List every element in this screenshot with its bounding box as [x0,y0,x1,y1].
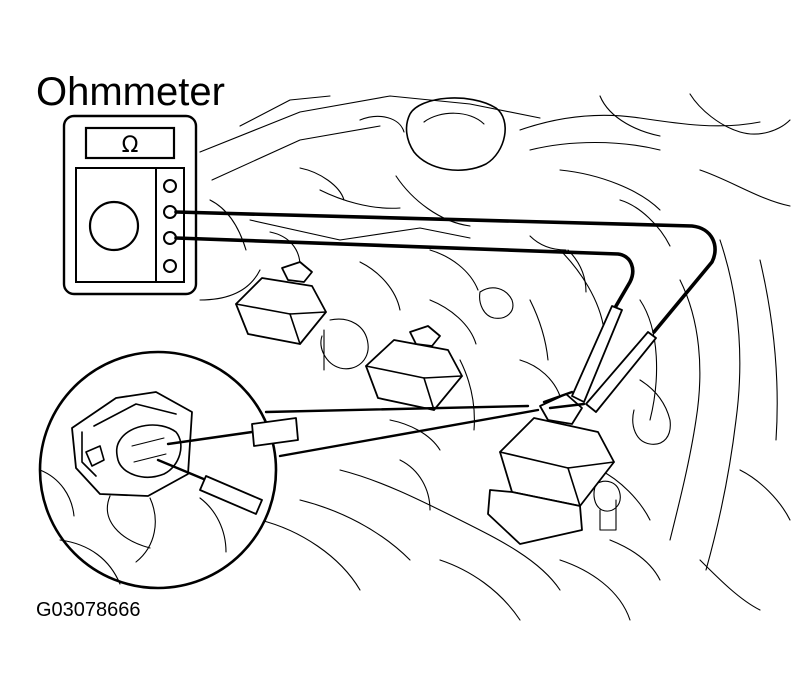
ohm-symbol: Ω [122,133,139,158]
test-lead-upper [174,210,717,334]
range-selector-dial [88,200,140,252]
terminal-jack-1 [163,179,177,193]
ohmmeter-display [84,126,176,160]
ohmmeter: Ω [62,114,198,296]
engine-background [199,93,791,621]
test-lead-lower [174,236,635,308]
connector-magnifier [38,350,540,590]
ignition-coil-rear [235,261,327,345]
terminal-jack-4 [163,259,177,273]
probe-leads [542,305,657,413]
ignition-coil-middle [365,325,463,411]
ignition-coil-front [487,393,615,545]
ohmmeter-label: Ohmmeter [36,70,225,114]
figure-code: G03078666 [36,599,141,621]
